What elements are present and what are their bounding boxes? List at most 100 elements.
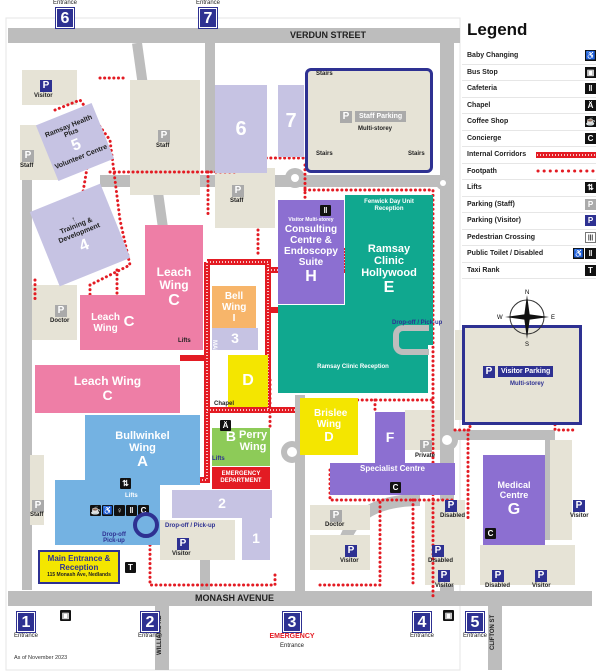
staff-label: Staff [156,143,170,149]
toilet-icon: ‖ [126,505,137,516]
emergency-department[interactable]: EMERGENCY DEPARTMENT [212,467,270,489]
building-3[interactable]: 3 [212,328,258,350]
footpath-swatch [536,168,596,174]
building-h-letter: H [305,267,317,285]
taxi-icon: T [125,562,136,573]
legend-item-label: Parking (Staff) [467,200,515,208]
staff-parking-title: Staff Parking [355,111,407,122]
building-6[interactable]: 6 [215,85,267,173]
legend-item: Cafeteria‖ [462,81,596,98]
building-f[interactable]: F [375,412,405,464]
parking-staff-icon: P [585,198,596,210]
legend-item: Coffee Shop☕ [462,114,596,131]
main-entrance-marker[interactable] [133,512,159,538]
building-1[interactable]: 1 [242,518,270,560]
legend-item: Baby Changing♿ [462,48,596,65]
entrance-5-marker[interactable]: 5 [465,611,485,633]
legend-item-label: Coffee Shop [467,118,509,126]
perry-wing-name: Perry Wing [239,429,268,454]
building-b-letter: B [225,428,236,444]
entrance-7-marker[interactable]: 7 [198,7,218,29]
leach-wing-south[interactable]: Leach Wing C [35,365,180,413]
building-2[interactable]: 2 [172,490,272,518]
staff-label: Staff [30,512,44,518]
baby-changing-icon: ♿ [585,50,596,62]
compass-w: W [497,315,503,321]
entrance-4-label: Entrance [409,633,434,639]
concierge-icon: C [138,505,149,516]
parking-visitor-icon: P [40,80,52,92]
brislee-wing-d[interactable]: Brislee Wing D [300,398,358,455]
internal-corridor-swatch [536,151,596,158]
parking-staff-icon: P [55,305,67,317]
leach-wing-name: Leach Wing [156,264,192,292]
consulting-centre-h[interactable]: Visitor Multi-storey Consulting Centre &… [278,200,344,304]
lifts-label: Lifts [125,493,138,499]
bullwinkel-wing-name: Bullwinkel Wing [115,429,170,454]
lifts-label: Lifts [212,456,225,462]
crossing-icon: ||| [585,231,596,243]
visitor-parking-multistorey[interactable]: P Visitor Parking Multi-storey [462,325,582,425]
toilet-icon: ‖ [320,205,331,216]
building-d-letter: D [324,429,334,445]
lifts-icon: ⇅ [585,182,596,194]
leach-wing-main[interactable]: Leach Wing C [145,225,203,350]
legend-item: Public Toilet / Disabled ♿‖ [462,246,596,263]
verdun-street [8,28,460,43]
parking-staff-icon: P [340,111,352,123]
legend: Legend Baby Changing♿Bus Stop▣Cafeteria‖… [462,18,596,352]
visitor-label: Visitor [532,583,551,589]
disabled-label: Disabled [428,558,454,564]
entrance-6-marker[interactable]: 6 [55,7,75,29]
legend-item-label: Concierge [467,134,502,142]
bus-stop-icon: ▣ [60,610,71,621]
visitor-label: Visitor [34,93,53,99]
bus-icon: ▣ [585,66,596,78]
leach-wing-letter: C [123,313,135,331]
legend-item-label: Public Toilet / Disabled [467,250,544,258]
entrance-3-marker[interactable]: 3 [282,611,302,633]
disabled-label: Disabled [440,513,466,519]
entrance-2-marker[interactable]: 2 [140,611,160,633]
wing-d[interactable]: D [228,355,268,407]
parking-visitor-icon: P [573,500,585,512]
building-g-letter: G [507,501,521,519]
cafeteria-icon: ‖ [585,83,596,95]
stairs-label: Stairs [316,151,333,157]
compass-n: N [525,290,529,296]
baby-changing-icon: ♀ [114,505,125,516]
visitor-multistorey-label: Visitor Multi-storey [288,217,334,224]
footer-date: As of November 2023 [14,655,68,661]
entrance-2-label: Entrance [137,633,162,639]
main-entrance-callout[interactable]: Main Entrance & Reception 115 Monash Ave… [38,550,120,584]
coffee-icon: ☕ [90,505,101,516]
building-7[interactable]: 7 [278,85,304,157]
parking-visitor-icon: P [438,570,450,582]
legend-item-label: Footpath [467,167,497,175]
bell-wing[interactable]: Bell Wing I [212,286,256,328]
visitor-label: Visitor [570,513,589,519]
legend-item-label: Internal Corridors [467,151,527,159]
monash-avenue-label: MONASH AVENUE [195,593,275,603]
bell-wing-letter: I [232,312,236,324]
entrance-4-marker[interactable]: 4 [412,611,432,633]
parking-visitor-icon: P [535,570,547,582]
legend-item: Pedestrian Crossing||| [462,230,596,246]
perry-wing-b[interactable]: B Perry Wing [212,428,270,466]
visitor-parking-title: Visitor Parking [498,366,554,377]
entrance-1-marker[interactable]: 1 [16,611,36,633]
leach-wing-name: Leach Wing [73,373,142,388]
building-e-letter: E [383,279,395,297]
toilet-icon: ♿‖ [573,248,596,260]
legend-item-label: Parking (Visitor) [467,217,521,225]
parking-staff-icon: P [32,500,44,512]
bullwinkel-wing-a[interactable]: Bullwinkel Wing A [85,415,200,485]
leach-wing-west[interactable]: Leach Wing C [80,295,145,350]
main-corridor-label: MAIN CORRIDOR [211,340,217,390]
entrance-1-label: Entrance [13,633,38,639]
staff-parking-multistorey[interactable]: P Staff Parking Multi-storey Stairs Stai… [305,68,433,173]
fenwick-reception-label: Fenwick Day Unit Reception [364,199,414,212]
visitor-label: Visitor [340,558,359,564]
